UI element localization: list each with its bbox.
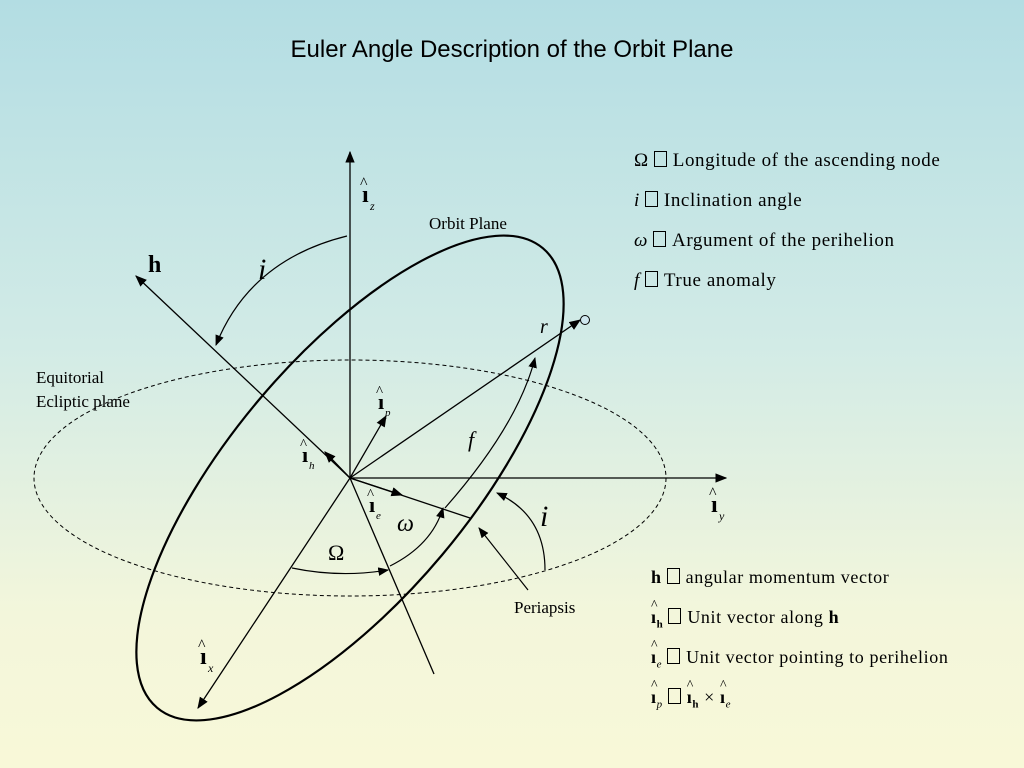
svg-text:z: z [369, 199, 375, 213]
iy-label: ı ^ y [709, 485, 725, 523]
orbit-ellipse [135, 234, 565, 722]
definition-box-icon [653, 151, 667, 167]
definition-box-icon [666, 568, 680, 584]
periapsis-label: Periapsis [514, 598, 575, 617]
satellite-marker [580, 315, 590, 325]
slide-title: Euler Angle Description of the Orbit Pla… [290, 36, 734, 63]
legend-ip-symbol: ı [651, 678, 658, 708]
legend-ip-cross: × [704, 687, 715, 707]
legend-ih-symbol: ı [651, 598, 658, 628]
legend-ip-ih: ı [687, 678, 694, 708]
svg-text:^: ^ [300, 437, 307, 453]
definition-box-icon [667, 688, 681, 704]
legend-true-anomaly: f True anomaly [634, 270, 776, 292]
ih-label: ı ^ h [300, 437, 315, 472]
legend-h-symbol: h [651, 567, 662, 587]
svg-text:ı: ı [362, 182, 369, 208]
svg-text:^: ^ [360, 175, 368, 192]
iz-label: ı ^ z [360, 175, 375, 213]
Omega-arc [291, 567, 390, 576]
svg-text:^: ^ [198, 637, 206, 654]
legend-Omega-text: Longitude of the ascending node [672, 150, 941, 171]
legend-h-text: angular momentum vector [685, 567, 890, 587]
legend-Omega: Ω Longitude of the ascending node [634, 150, 940, 172]
svg-text:ı: ı [200, 644, 207, 670]
periapsis-pointer [478, 527, 529, 591]
svg-text:x: x [207, 661, 214, 675]
r-vector [349, 319, 581, 479]
svg-text:^: ^ [376, 384, 383, 400]
ip-label: ı ^ p [376, 384, 391, 419]
legend-inclination-text: Inclination angle [663, 190, 803, 211]
equatorial-label-line1: Equitorial [36, 368, 104, 387]
f-label: f [468, 427, 477, 452]
ip-vector [349, 414, 387, 479]
ie-vector [349, 477, 404, 497]
definition-box-icon [653, 231, 667, 247]
svg-text:ı: ı [711, 492, 718, 518]
legend-inclination-symbol: i [634, 190, 640, 211]
legend-ip-ie-sub: e [725, 698, 732, 711]
definition-box-icon [644, 191, 658, 207]
inclination-arc-top [215, 235, 348, 347]
omega-label: ω [397, 511, 414, 537]
ix-label: ı ^ x [198, 637, 214, 675]
svg-text:e: e [376, 510, 381, 522]
legend-ip-ih-sub: h [692, 698, 700, 711]
inclination-arc-right [496, 492, 546, 571]
legend-omega: ω Argument of the perihelion [634, 230, 895, 252]
svg-text:ı: ı [369, 492, 375, 517]
legend-ie: ıe Unit vector pointing to perihelion [651, 638, 949, 671]
legend-ip: ıpıh × ıe [651, 678, 732, 711]
ih-vector [324, 451, 351, 479]
r-label: r [540, 316, 548, 338]
ix-axis [197, 477, 351, 709]
svg-text:p: p [384, 407, 391, 419]
legend-Omega-symbol: Ω [634, 150, 649, 171]
legend-ih-sub: h [656, 618, 664, 631]
legend-ih-text: Unit vector along [687, 607, 824, 627]
legend-omega-text: Argument of the perihelion [672, 230, 895, 251]
inclination-label-top: i [258, 253, 266, 286]
legend-f-text: True anomaly [663, 270, 777, 291]
definition-box-icon [668, 608, 682, 624]
svg-text:ı: ı [302, 442, 308, 467]
legend-inclination: i Inclination angle [634, 190, 802, 212]
omega-arc [389, 506, 445, 567]
legend-ip-ie: ı [720, 678, 727, 708]
legend-ie-sub: e [656, 658, 663, 671]
equatorial-label-line2: Ecliptic plane [36, 392, 130, 411]
true-anomaly-arc [444, 356, 537, 509]
ie-label: ı ^ e [367, 487, 381, 522]
h-label: h [148, 252, 161, 278]
legend-omega-symbol: ω [634, 230, 649, 251]
definition-box-icon [644, 271, 658, 287]
h-vector [135, 275, 351, 479]
svg-text:^: ^ [709, 485, 717, 502]
legend-f-symbol: f [634, 270, 640, 291]
svg-text:h: h [309, 460, 315, 472]
Omega-label: Ω [328, 540, 344, 565]
node-line [349, 477, 435, 675]
legend-ih-bold: h [828, 607, 840, 627]
svg-text:ı: ı [378, 389, 384, 414]
inclination-label-right: i [540, 500, 548, 533]
legend-ie-text: Unit vector pointing to perihelion [686, 647, 949, 667]
legend-ip-sub: p [656, 698, 663, 711]
legend-h: h angular momentum vector [651, 567, 889, 588]
legend-ie-symbol: ı [651, 638, 658, 668]
svg-text:y: y [718, 509, 725, 523]
definition-box-icon [667, 648, 681, 664]
orbit-plane-label: Orbit Plane [429, 214, 507, 233]
svg-text:^: ^ [367, 487, 374, 503]
